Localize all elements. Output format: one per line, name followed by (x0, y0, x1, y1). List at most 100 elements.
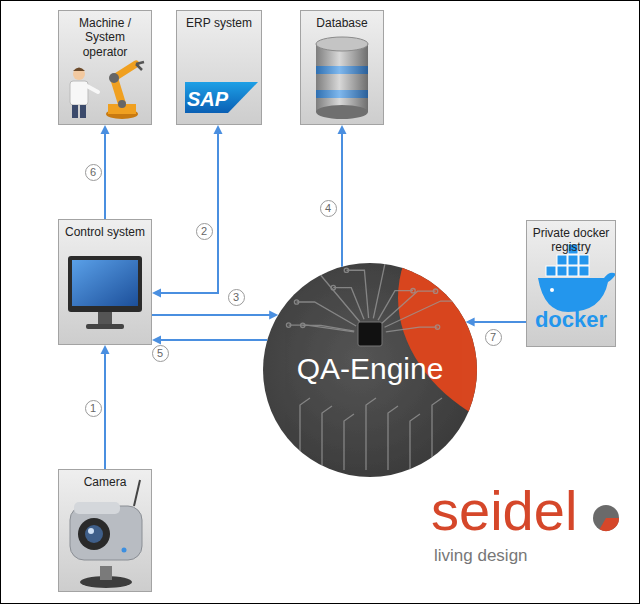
docker-whale-icon-part-part (557, 266, 567, 276)
node-label: Database (303, 16, 381, 30)
node-label: Machine / System operator (61, 16, 149, 59)
camera-box: Camera (58, 469, 152, 592)
circuit-traces-part (286, 323, 290, 327)
flow-arrow-part (159, 132, 218, 293)
monitor-icon (68, 256, 142, 329)
camera-icon-part (88, 528, 94, 534)
sap-logo (185, 82, 258, 113)
camera-icon-part (78, 518, 110, 550)
flow-arrow (101, 345, 110, 469)
flow-arrow (152, 125, 223, 298)
node-label: Private docker registry (529, 226, 613, 255)
callout-number: 1 (85, 400, 102, 417)
chip (358, 322, 382, 346)
erp-box: ERP systemSAP (176, 10, 262, 125)
monitor-icon-part (98, 312, 112, 324)
database-icon-part (316, 66, 368, 74)
callout-number: 6 (85, 164, 102, 181)
docker-whale-icon-part-part (568, 266, 578, 276)
circuit-traces-part (411, 288, 415, 292)
operator-robot-icon-part (109, 73, 119, 83)
circuit-traces-part (456, 299, 460, 303)
box-grounds (58, 10, 616, 592)
registry-box: Private docker registry docker (526, 220, 616, 347)
operator-robot-icon-part (73, 68, 85, 72)
circuit-traces-part (373, 258, 404, 319)
flow-arrow-part (473, 321, 526, 323)
flow-arrow-part (341, 132, 343, 267)
monitor-icon-part (86, 324, 124, 329)
circuit-traces-part (344, 414, 354, 470)
box-grounds-part (176, 10, 262, 125)
flow-arrow-part (159, 339, 267, 341)
flow-arrow-part (101, 125, 110, 134)
node-label: ERP system (179, 16, 259, 30)
flow-arrow-part (466, 318, 475, 327)
operator-robot-icon-part (72, 105, 78, 118)
docker-whale-icon-part-part (546, 266, 556, 276)
circuit-traces-part (300, 272, 304, 276)
docker-whale-icon-part (550, 288, 554, 292)
brand-slogan: living design (434, 547, 528, 566)
logo-text: docker (529, 307, 613, 333)
flow-arrow (466, 318, 526, 327)
box-grounds-part (58, 10, 152, 125)
camera-icon-part (134, 480, 140, 506)
database-icon-part (316, 37, 368, 51)
circuit-traces-part (289, 325, 355, 332)
flow-arrow-part (101, 345, 110, 354)
circuit-traces-part (366, 398, 376, 470)
flow-arrow (338, 125, 347, 267)
logo-symbol (593, 505, 619, 531)
docker-whale-icon-part-part (579, 255, 589, 265)
callout-number: 7 (485, 329, 502, 346)
operator-robot-icon-part (70, 81, 88, 105)
flow-arrow-part (104, 132, 106, 219)
box-grounds-part (58, 469, 152, 592)
circuit-traces-part (410, 414, 420, 470)
docker-whale-icon-part (538, 273, 616, 312)
engine-circle: QA-Engine (263, 263, 477, 477)
flow-arrow-part (104, 352, 106, 469)
circuit-traces-part (297, 302, 357, 326)
box-grounds-part (526, 220, 616, 347)
circuit-traces-part (344, 268, 348, 272)
camera-icon-part (122, 548, 127, 553)
box-grounds-part (300, 10, 384, 125)
node-label: Camera (61, 475, 149, 489)
circuit-traces-part (302, 274, 360, 321)
database-icon-part (316, 90, 368, 98)
operator-robot-icon-part (87, 86, 98, 92)
flow-arrow-part (152, 336, 161, 345)
circuit-traces-part (433, 289, 437, 293)
circuit-traces-part (300, 398, 310, 470)
operator-robot-icon-part (80, 105, 86, 118)
flow-arrow-part (269, 311, 278, 320)
monitor-icon-part (68, 256, 142, 312)
circuit-traces-part (294, 300, 298, 304)
callout-number: 5 (152, 345, 169, 362)
node-label: QA-Engine (273, 351, 467, 387)
box-grounds-part (58, 219, 152, 345)
node-label: Control system (61, 225, 149, 239)
camera-icon-part (70, 506, 142, 560)
circuit-traces-part (331, 285, 335, 289)
callout-number: 4 (320, 200, 337, 217)
circuit-traces-part (385, 301, 459, 327)
circuit-traces-part (388, 406, 398, 470)
logo-symbol-part (600, 518, 620, 531)
camera-icon (70, 480, 142, 588)
operator-robot-icon-part (73, 68, 85, 80)
callout-number: 2 (196, 223, 213, 240)
monitor-icon-part (72, 260, 138, 306)
circuit-traces-part (435, 325, 439, 329)
brand-name: seidel (431, 480, 577, 542)
qa-engine-disc-part (398, 260, 490, 418)
logo-symbol-part (593, 505, 619, 531)
database-box: Database (300, 10, 384, 125)
callout-number: 3 (228, 289, 245, 306)
operator-robot-icon-part (136, 62, 144, 70)
database-icon (316, 37, 368, 119)
circuit-traces-part (322, 406, 332, 470)
